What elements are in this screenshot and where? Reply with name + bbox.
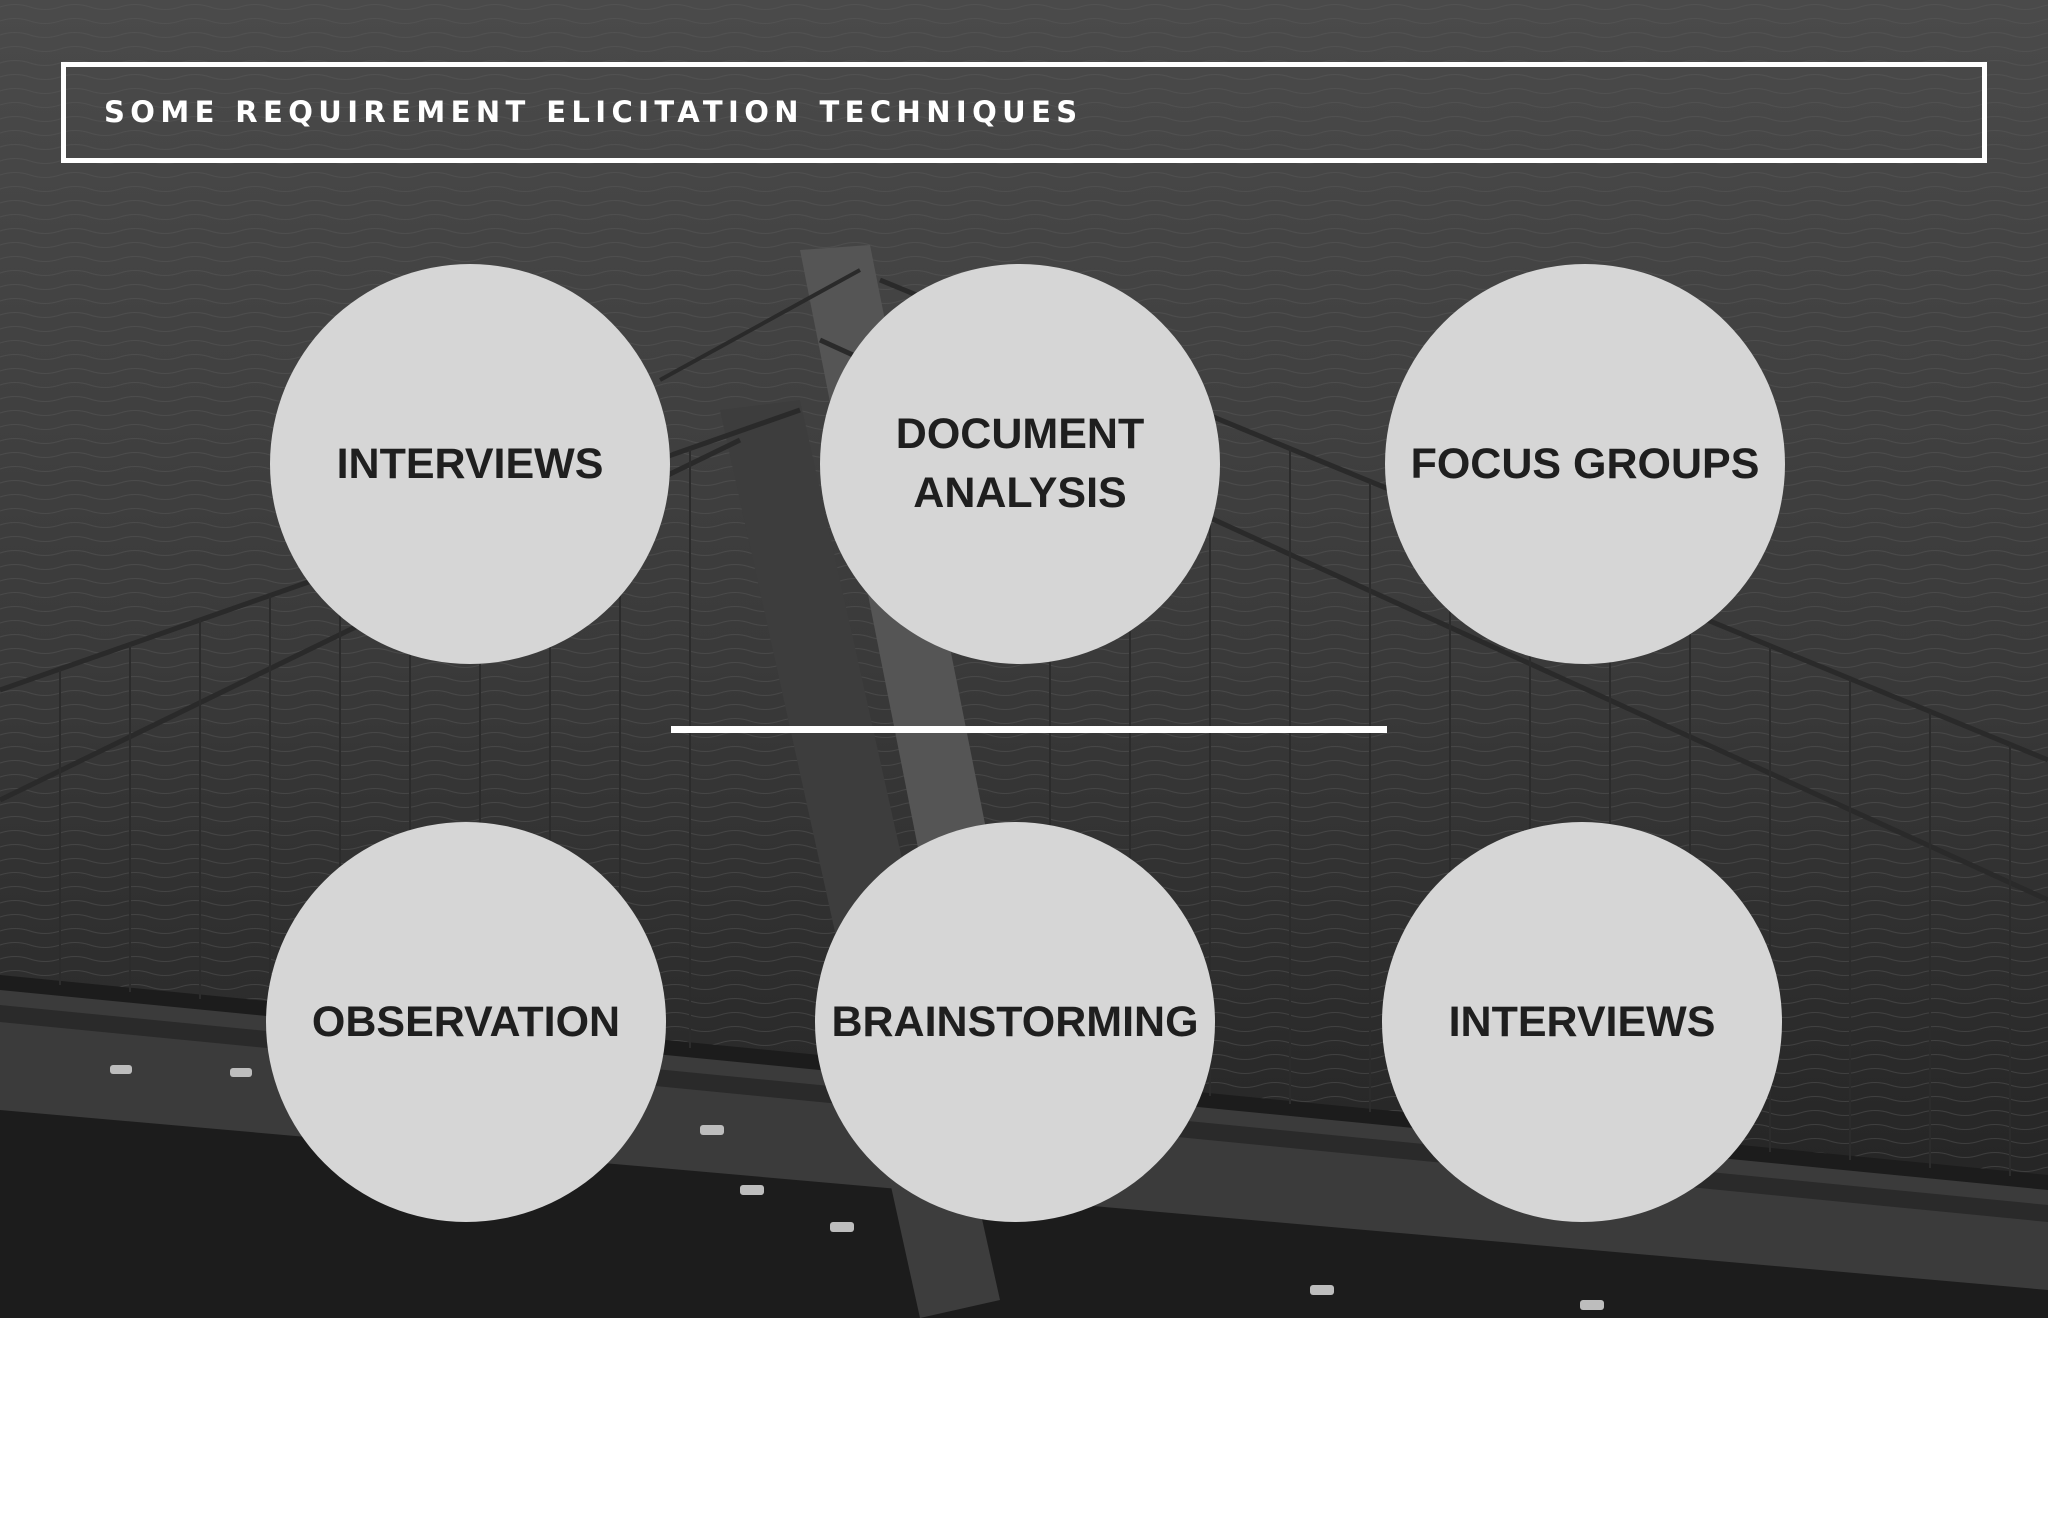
- technique-label: INTERVIEWS: [1448, 997, 1716, 1046]
- slide: SOME REQUIREMENT ELICITATION TECHNIQUES …: [0, 0, 2048, 1318]
- blank-footer-area: [0, 1318, 2048, 1536]
- title-frame: SOME REQUIREMENT ELICITATION TECHNIQUES: [61, 62, 1987, 163]
- technique-circle-document-analysis: DOCUMENT ANALYSIS: [820, 264, 1220, 664]
- technique-circle-observation: OBSERVATION: [266, 822, 666, 1222]
- technique-label: FOCUS GROUPS: [1410, 439, 1760, 488]
- technique-label: DOCUMENT ANALYSIS: [895, 410, 1145, 517]
- technique-label: INTERVIEWS: [336, 439, 604, 488]
- technique-circle-brainstorming: BRAINSTORMING: [815, 822, 1215, 1222]
- technique-circle-focus-groups: FOCUS GROUPS: [1385, 264, 1785, 664]
- page-title: SOME REQUIREMENT ELICITATION TECHNIQUES: [104, 95, 1083, 129]
- technique-circle-interviews-2: INTERVIEWS: [1382, 822, 1782, 1222]
- divider-line: [671, 726, 1387, 733]
- technique-label: BRAINSTORMING: [831, 997, 1199, 1046]
- technique-circle-interviews: INTERVIEWS: [270, 264, 670, 664]
- technique-label: OBSERVATION: [311, 997, 621, 1046]
